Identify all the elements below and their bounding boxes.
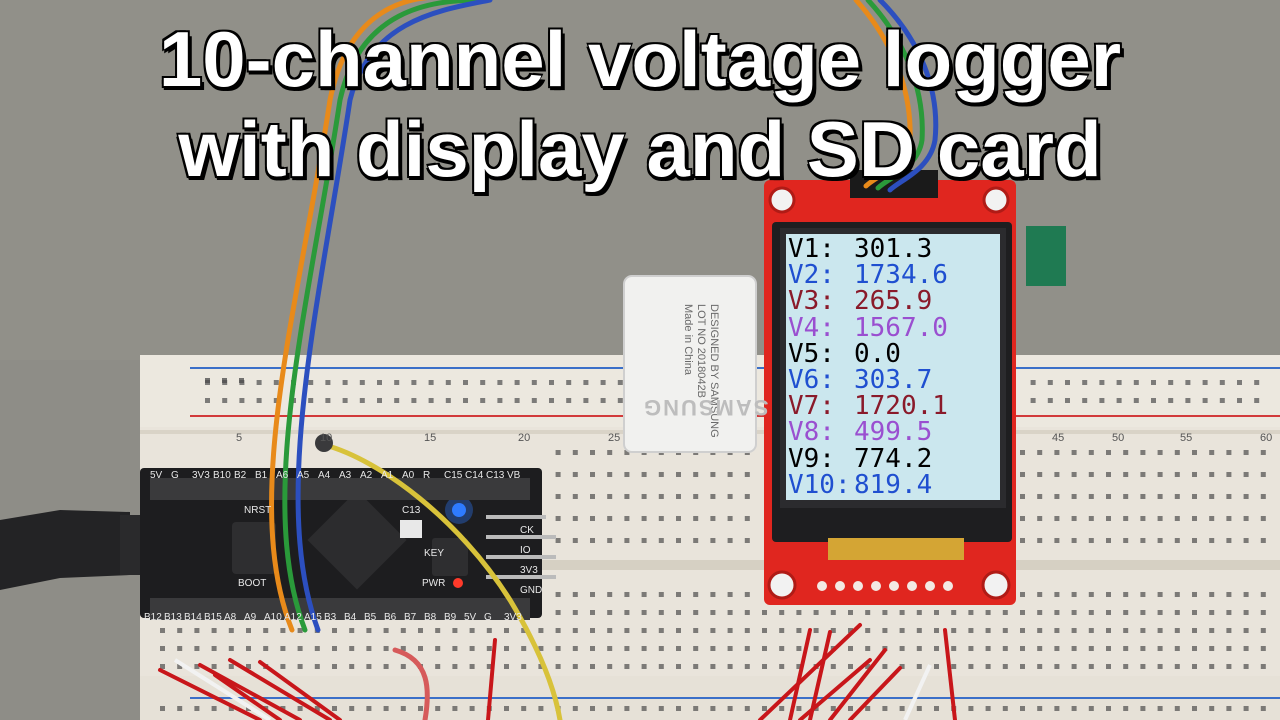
sd-card xyxy=(623,275,757,453)
lcd-row: V8: 499.5 xyxy=(788,419,1000,445)
breadboard-number: 10 xyxy=(320,432,333,444)
lcd-channel-value: 303.7 xyxy=(854,365,933,396)
pin-label: IO xyxy=(520,545,531,556)
pin-label: G xyxy=(171,470,179,481)
pin-label: 3V3 xyxy=(520,565,538,576)
pin-label: B12 xyxy=(144,612,162,623)
pin-label: G xyxy=(484,612,492,623)
breadboard-number: 60 xyxy=(1260,432,1273,444)
pin-label: 5V xyxy=(150,470,163,481)
sd-card-brand: SAMSUNG xyxy=(642,395,769,420)
ribbon-wires xyxy=(269,0,939,720)
pin-label: 5V xyxy=(464,612,477,623)
lcd-row: V1: 301.3 xyxy=(788,236,1000,262)
lcd-row: V5: 0.0 xyxy=(788,341,1000,367)
pin-label: A1 xyxy=(381,470,394,481)
pin-label: B4 xyxy=(344,612,357,623)
lcd-row: V4: 1567.0 xyxy=(788,312,1000,343)
pin-label: CK xyxy=(520,525,534,536)
pin-label: R xyxy=(423,470,431,481)
pin-label: A9 xyxy=(244,612,257,623)
lcd-channel-label: V8: xyxy=(788,417,835,448)
lcd-channel-value: 1720.1 xyxy=(854,391,948,422)
pin-label: B9 xyxy=(444,612,457,623)
lcd-channel-value: 265.9 xyxy=(854,286,933,317)
lcd-channel-label: V4: xyxy=(788,312,835,343)
pin-label: A15 xyxy=(304,612,322,623)
pin-label: A4 xyxy=(318,470,331,481)
pin-label: B1 xyxy=(255,470,268,481)
pin-label: B7 xyxy=(404,612,417,623)
pin-label: A2 xyxy=(360,470,373,481)
pin-label: C13 xyxy=(486,470,505,481)
lcd-channel-value: 1567.0 xyxy=(854,312,948,343)
lcd-channel-value: 819.4 xyxy=(854,469,933,500)
pin-label: A0 xyxy=(402,470,415,481)
pin-label: GND xyxy=(520,585,543,596)
lcd-channel-value: 774.2 xyxy=(854,443,933,474)
blackpill-board xyxy=(140,468,556,620)
pin-label: VB xyxy=(507,470,521,481)
breadboard-number: 25 xyxy=(608,432,621,444)
pin-label: C14 xyxy=(465,470,484,481)
pin-label: B6 xyxy=(384,612,397,623)
title-line-2: with display and SD card xyxy=(178,105,1102,193)
pin-label: A6 xyxy=(276,470,289,481)
pin-label: C15 xyxy=(444,470,463,481)
breadboard-holes xyxy=(160,380,1266,711)
pin-label: B14 xyxy=(184,612,202,623)
lcd-channel-label: V9: xyxy=(788,443,835,474)
lcd-row: V3: 265.9 xyxy=(788,288,1000,314)
pin-label: B8 xyxy=(424,612,437,623)
pin-label: A12 xyxy=(284,612,302,623)
lcd-channel-value: 1734.6 xyxy=(854,260,948,291)
lcd-channel-label: V3: xyxy=(788,286,835,317)
breadboard-number: 15 xyxy=(424,432,437,444)
pin-label: B2 xyxy=(234,470,247,481)
breadboard-number: 20 xyxy=(518,432,531,444)
red-jumpers xyxy=(158,623,957,720)
pin-label: B13 xyxy=(164,612,182,623)
lcd-channel-value: 499.5 xyxy=(854,417,933,448)
lcd-row: V6: 303.7 xyxy=(788,367,1000,393)
title-line-1: 10-channel voltage logger xyxy=(158,15,1122,103)
sd-card-label: DESIGNED BY SAMSUNG LOT NO 2018042B Made… xyxy=(628,282,768,442)
lcd-channel-value: 301.3 xyxy=(854,234,933,264)
lcd-channel-label: V2: xyxy=(788,260,835,291)
breadboard-number: 50 xyxy=(1112,432,1125,444)
pin-label: 3V3 xyxy=(192,470,210,481)
lcd-channel-label: V5: xyxy=(788,338,835,369)
pin-label: KEY xyxy=(424,548,445,559)
lcd-channel-label: V1: xyxy=(788,234,835,264)
lcd-channel-value: 0.0 xyxy=(854,338,901,369)
pin-label: BOOT xyxy=(238,578,267,589)
video-title: 10-channel voltage logger with display a… xyxy=(0,14,1280,194)
lcd-row: V7: 1720.1 xyxy=(788,393,1000,419)
pin-label: A8 xyxy=(224,612,237,623)
pin-label: 3V3 xyxy=(504,612,522,623)
breadboard-number: 5 xyxy=(236,432,243,444)
breadboard-number: 55 xyxy=(1180,432,1193,444)
pin-label: PWR xyxy=(422,578,446,589)
pin-label: C13 xyxy=(402,505,421,516)
lcd-channel-label: V6: xyxy=(788,365,835,396)
pin-label: A5 xyxy=(297,470,310,481)
breadboard-post xyxy=(315,434,333,452)
lcd-row: V2: 1734.6 xyxy=(788,262,1000,288)
lcd-row: V9: 774.2 xyxy=(788,443,1000,474)
lcd-channel-label: V10: xyxy=(788,469,851,500)
lcd-row: V10:819.4 xyxy=(788,472,1000,498)
lcd-channel-label: V7: xyxy=(788,391,835,422)
pin-label: A3 xyxy=(339,470,352,481)
pin-label: B15 xyxy=(204,612,222,623)
breadboard-number: 45 xyxy=(1052,432,1065,444)
white-jumpers xyxy=(173,658,932,720)
pin-label: B10 xyxy=(213,470,231,481)
pin-label: A10 xyxy=(264,612,282,623)
pin-label: B3 xyxy=(324,612,337,623)
pin-label: NRST xyxy=(244,505,272,516)
pin-label: B5 xyxy=(364,612,377,623)
